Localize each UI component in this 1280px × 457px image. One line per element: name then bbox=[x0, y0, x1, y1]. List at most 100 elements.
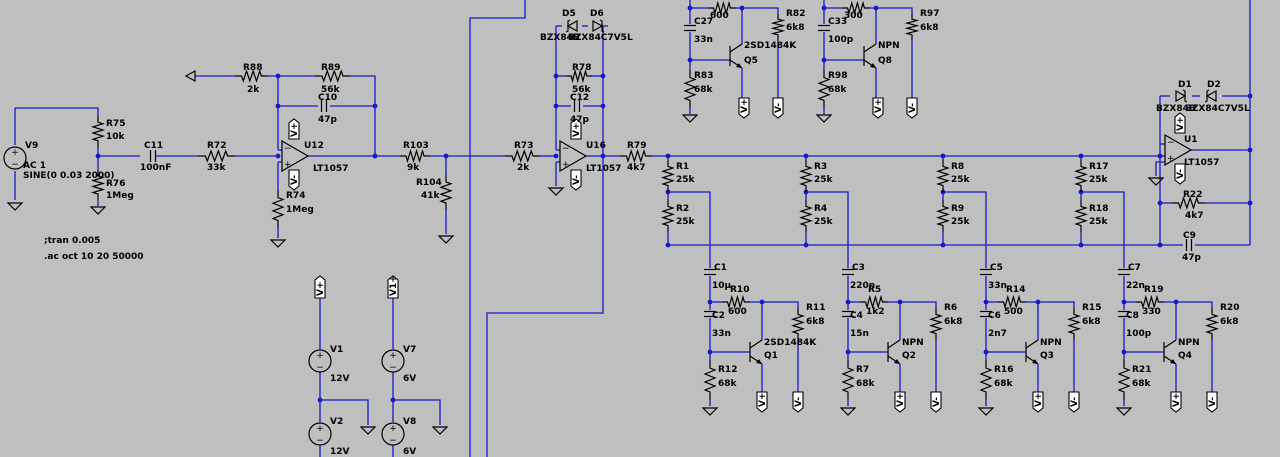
r97-resistor[interactable] bbox=[904, 14, 920, 40]
r75-resistor[interactable] bbox=[90, 116, 106, 147]
ground-symbol[interactable] bbox=[431, 426, 449, 435]
supply-source[interactable]: +− bbox=[308, 349, 332, 373]
net-flag[interactable]: V+ bbox=[1032, 391, 1044, 413]
net-flag[interactable]: V- bbox=[570, 169, 582, 191]
c5-capacitor[interactable] bbox=[980, 268, 992, 276]
q1-transistor[interactable] bbox=[749, 339, 763, 365]
d6-zener[interactable] bbox=[592, 19, 605, 33]
c10-capacitor[interactable] bbox=[320, 100, 328, 112]
c9-capacitor[interactable] bbox=[1185, 239, 1193, 251]
ground-symbol[interactable] bbox=[839, 407, 857, 416]
q4-transistor[interactable] bbox=[1163, 339, 1177, 365]
top-resistor[interactable] bbox=[842, 0, 870, 16]
net-flag[interactable]: V- bbox=[1206, 391, 1218, 413]
ground-symbol[interactable] bbox=[977, 407, 995, 416]
v9-source[interactable]: +− bbox=[3, 146, 27, 170]
r5-resistor[interactable] bbox=[860, 294, 888, 310]
r1-resistor[interactable] bbox=[661, 160, 675, 192]
c12-capacitor[interactable] bbox=[573, 100, 581, 112]
r22-resistor[interactable] bbox=[1172, 196, 1205, 210]
r9-resistor[interactable] bbox=[936, 200, 950, 232]
r6-resistor[interactable] bbox=[929, 308, 943, 340]
net-flag[interactable]: V+ bbox=[288, 118, 300, 140]
r79-resistor[interactable] bbox=[620, 149, 652, 163]
r21-resistor[interactable] bbox=[1117, 360, 1131, 400]
supply-source[interactable]: +− bbox=[381, 422, 405, 446]
r103-resistor[interactable] bbox=[400, 148, 430, 164]
ground-symbol[interactable] bbox=[681, 114, 699, 123]
c27-capacitor[interactable] bbox=[684, 24, 696, 32]
net-flag[interactable]: V- bbox=[930, 391, 942, 413]
net-flag[interactable]: V1+ bbox=[387, 275, 399, 299]
r98-resistor[interactable] bbox=[817, 70, 831, 108]
net-flag[interactable]: V+ bbox=[894, 391, 906, 413]
q3-transistor[interactable] bbox=[1025, 339, 1039, 365]
r83-resistor[interactable] bbox=[683, 70, 697, 108]
ground-symbol[interactable] bbox=[1115, 407, 1133, 416]
net-flag[interactable]: V+ bbox=[1174, 112, 1186, 134]
r4-resistor[interactable] bbox=[799, 200, 813, 232]
r8-resistor[interactable] bbox=[936, 160, 950, 192]
r14-resistor[interactable] bbox=[998, 294, 1026, 310]
d1-zener[interactable] bbox=[1175, 89, 1188, 103]
r73-resistor[interactable] bbox=[505, 149, 540, 163]
d2-zener[interactable] bbox=[1204, 89, 1217, 103]
d5-zener[interactable] bbox=[565, 19, 578, 33]
net-arrow[interactable] bbox=[184, 69, 196, 83]
r82-resistor[interactable] bbox=[770, 14, 786, 40]
ground-symbol[interactable] bbox=[1147, 177, 1165, 186]
c6-capacitor[interactable] bbox=[980, 310, 992, 318]
ground-symbol[interactable] bbox=[6, 202, 24, 211]
top-resistor[interactable] bbox=[708, 0, 736, 16]
r89-resistor[interactable] bbox=[315, 69, 350, 83]
net-flag[interactable]: V+ bbox=[872, 97, 884, 119]
ground-symbol[interactable] bbox=[269, 239, 287, 248]
c11-capacitor[interactable] bbox=[149, 150, 157, 162]
c7-capacitor[interactable] bbox=[1118, 268, 1130, 276]
ground-symbol[interactable] bbox=[437, 235, 455, 244]
c4-capacitor[interactable] bbox=[842, 310, 854, 318]
u16-opamp[interactable]: −+ bbox=[559, 139, 588, 173]
r7-resistor[interactable] bbox=[841, 360, 855, 400]
r10-resistor[interactable] bbox=[722, 294, 750, 310]
r72-resistor[interactable] bbox=[198, 149, 235, 163]
r3-resistor[interactable] bbox=[799, 160, 813, 192]
c33-capacitor[interactable] bbox=[818, 24, 830, 32]
net-flag[interactable]: V+ bbox=[570, 118, 582, 140]
ground-symbol[interactable] bbox=[701, 407, 719, 416]
supply-source[interactable]: +− bbox=[381, 349, 405, 373]
c3-capacitor[interactable] bbox=[842, 268, 854, 276]
net-flag[interactable]: V+ bbox=[314, 275, 326, 299]
r74-resistor[interactable] bbox=[271, 190, 285, 228]
r17-resistor[interactable] bbox=[1074, 160, 1088, 192]
q5-transistor[interactable] bbox=[729, 43, 743, 69]
ground-symbol[interactable] bbox=[359, 426, 377, 435]
r78-resistor[interactable] bbox=[566, 68, 592, 84]
r2-resistor[interactable] bbox=[661, 200, 675, 232]
r16-resistor[interactable] bbox=[979, 360, 993, 400]
ground-symbol[interactable] bbox=[89, 206, 107, 215]
net-flag[interactable]: V- bbox=[772, 97, 784, 119]
q8-transistor[interactable] bbox=[863, 43, 877, 69]
r104-resistor[interactable] bbox=[439, 175, 453, 210]
ground-symbol[interactable] bbox=[547, 187, 565, 196]
r19-resistor[interactable] bbox=[1136, 294, 1164, 310]
net-flag[interactable]: V- bbox=[906, 97, 918, 119]
net-flag[interactable]: V- bbox=[1174, 163, 1186, 185]
net-flag[interactable]: V- bbox=[288, 169, 300, 191]
net-flag[interactable]: V- bbox=[792, 391, 804, 413]
r12-resistor[interactable] bbox=[703, 360, 717, 400]
c1-capacitor[interactable] bbox=[704, 268, 716, 276]
supply-source[interactable]: +− bbox=[308, 422, 332, 446]
c8-capacitor[interactable] bbox=[1118, 310, 1130, 318]
r11-resistor[interactable] bbox=[791, 308, 805, 340]
net-flag[interactable]: V+ bbox=[738, 97, 750, 119]
u12-opamp[interactable]: −+ bbox=[281, 139, 310, 173]
q2-transistor[interactable] bbox=[887, 339, 901, 365]
r76-resistor[interactable] bbox=[90, 170, 106, 200]
r88-resistor[interactable] bbox=[235, 69, 268, 83]
net-flag[interactable]: V+ bbox=[1170, 391, 1182, 413]
r20-resistor[interactable] bbox=[1205, 308, 1219, 340]
r18-resistor[interactable] bbox=[1074, 200, 1088, 232]
